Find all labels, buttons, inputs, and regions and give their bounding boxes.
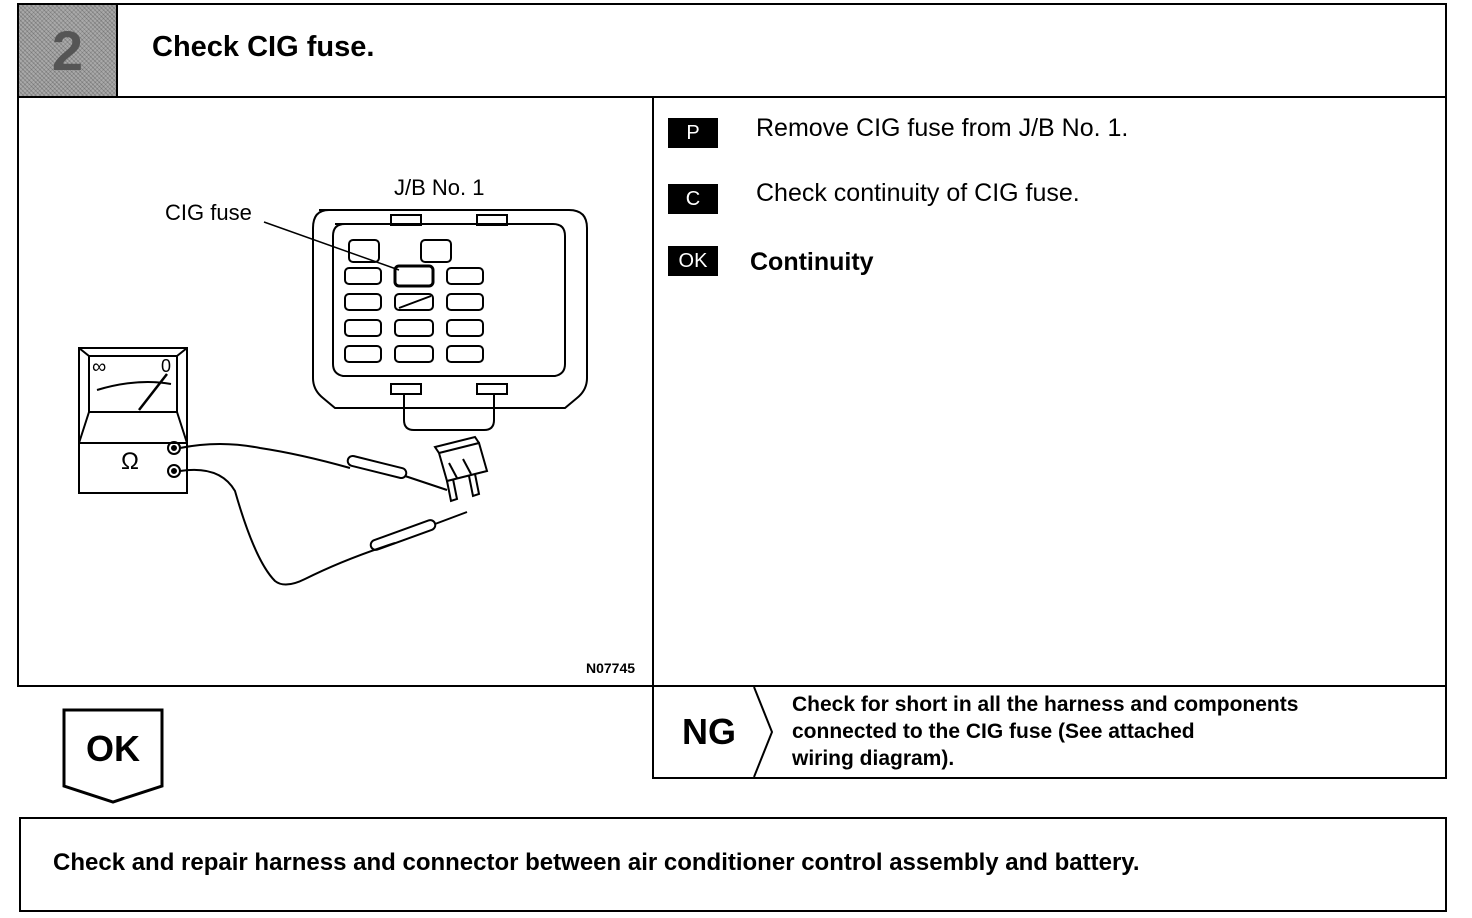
junction-block-outline: [312, 209, 588, 409]
cig-fuse-label: CIG fuse: [165, 200, 252, 225]
next-step-text: Check and repair harness and connector b…: [53, 849, 1140, 876]
check-text: Check continuity of CIG fuse.: [756, 179, 1080, 207]
meter-zero-label: 0: [161, 356, 172, 376]
ng-label: NG: [682, 711, 736, 752]
ok-arrow-icon: [62, 708, 164, 804]
fuse-test-diagram: [78, 209, 588, 586]
ng-line: wiring diagram).: [792, 747, 955, 770]
instructions-panel: P Remove CIG fuse from J/B No. 1. C Chec…: [652, 96, 1447, 687]
cig-fuse-removed: [437, 441, 489, 483]
junction-block-inner: [332, 223, 566, 377]
next-step-box: Check and repair harness and connector b…: [19, 817, 1447, 912]
illustration-panel: J/B No. 1 CIG fuse ∞ 0 Ω N07745: [17, 96, 654, 687]
figure-code: N07745: [586, 660, 636, 676]
ok-result-text: Continuity: [750, 248, 874, 276]
procedure-text: Remove CIG fuse from J/B No. 1.: [756, 114, 1129, 142]
ng-action-text: Check for short in all the harness and c…: [792, 691, 1432, 772]
ng-result-box: NG Check for short in all the harness an…: [652, 685, 1447, 779]
check-tag: C: [668, 184, 718, 214]
ng-line: Check for short in all the harness and c…: [792, 693, 1299, 716]
step-title: Check CIG fuse.: [152, 31, 375, 63]
ok-tag: OK: [668, 246, 718, 276]
ohm-symbol: Ω: [121, 448, 139, 475]
ohmmeter-body: [78, 442, 188, 494]
step-header: 2 Check CIG fuse.: [17, 3, 1447, 98]
ok-label: OK: [86, 728, 140, 769]
step-number-badge: 2: [19, 5, 118, 96]
junction-block-label: J/B No. 1: [394, 175, 485, 200]
ng-chevron-icon: [753, 687, 774, 777]
meter-infinity-label: ∞: [92, 356, 107, 378]
ng-line: connected to the CIG fuse (See attached: [792, 720, 1195, 743]
procedure-tag: P: [668, 118, 718, 148]
